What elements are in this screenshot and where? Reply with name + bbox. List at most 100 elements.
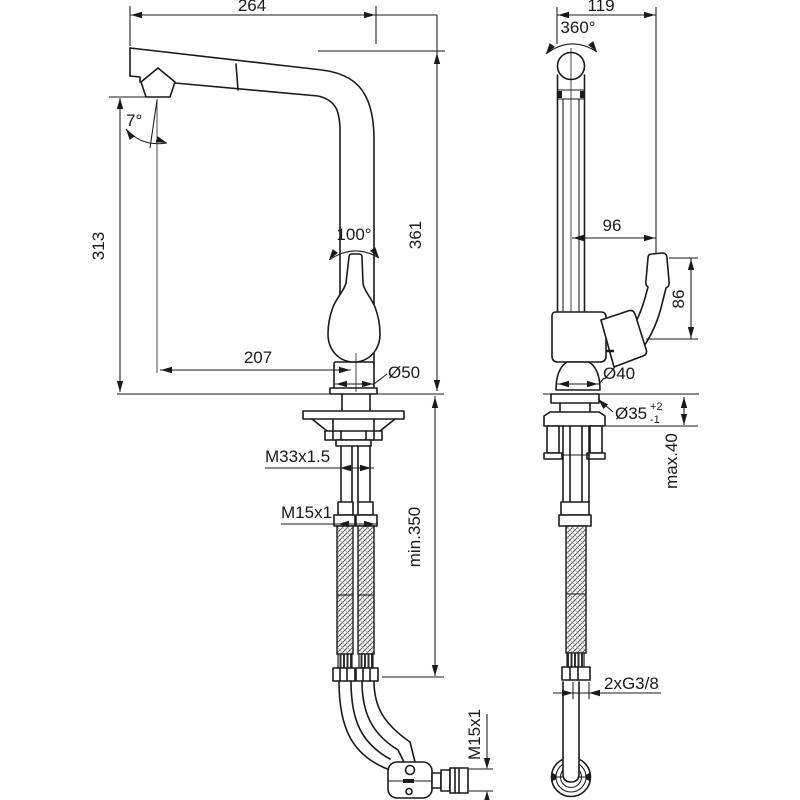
dim-supply-connection: 2xG3/8 — [553, 674, 661, 699]
dim-total-height-label: 361 — [406, 221, 425, 249]
supply-hose-side — [565, 525, 587, 654]
spray-connector-neck — [431, 772, 442, 789]
escutcheon-plate — [302, 410, 405, 420]
spray-hose-curve-2a — [361, 680, 405, 763]
pullout-spray-head — [140, 67, 176, 98]
dim-overall-width: 264 — [129, 0, 437, 46]
dim-overall-width-label: 264 — [238, 0, 266, 15]
dim-shank-thread: M33x1.5 — [265, 447, 374, 472]
dim-spout-reach-label: 207 — [244, 348, 272, 367]
hose-loop-wedge-left — [551, 772, 557, 782]
spray-hose-mask — [563, 690, 579, 782]
riser-column — [556, 74, 586, 313]
mounting-foot-right — [586, 452, 606, 460]
dim-shank-thread-label: M33x1.5 — [265, 447, 330, 466]
body-front — [333, 361, 375, 389]
mounting-foot-left — [543, 452, 563, 460]
spout-seam — [235, 63, 239, 91]
dim-supply-connection-label: 2xG3/8 — [604, 674, 659, 693]
dim-body-diameter-side: Ø40 — [557, 364, 635, 388]
dim-outlet-height: 313 — [89, 96, 151, 392]
spray-hose-side — [562, 681, 580, 783]
hose-ferrule-side — [566, 652, 585, 668]
hose-nut-right-upper — [357, 501, 374, 516]
dim-spout-swivel: 360° — [543, 18, 600, 56]
supply-hose-right — [357, 525, 375, 655]
spray-connector-grooves — [454, 767, 460, 794]
hose-end-nut-side — [561, 666, 591, 681]
hose-end-nut-facets-side — [569, 666, 579, 681]
dim-outlet-height-label: 313 — [89, 232, 108, 260]
dim-hose-thread: M15x1 — [281, 503, 377, 528]
dim-spout-swivel-label: 360° — [560, 18, 595, 37]
base-neck-side — [559, 402, 591, 413]
hose-ferrule-right — [358, 653, 374, 669]
spray-connector-ring — [440, 769, 451, 792]
dim-handle-swivel: 100° — [326, 225, 382, 262]
dim-handle-swivel-label: 100° — [336, 225, 371, 244]
escutcheon-cone — [311, 418, 396, 432]
dim-spray-hose-thread: M15x1 — [465, 709, 493, 800]
dim-body-diameter-front-label: Ø50 — [388, 363, 420, 382]
dim-handle-height: 86 — [646, 257, 698, 340]
dim-mounting-hole-tol-minus: -1 — [650, 414, 660, 426]
spray-hose-curve-1b — [350, 680, 391, 760]
weight-latch — [403, 779, 414, 783]
spout-bottom-step — [129, 75, 141, 83]
supply-hose-left — [336, 525, 354, 655]
dim-max-deck-thickness-label: max.40 — [662, 433, 681, 489]
weight-screw-bottom — [405, 787, 413, 796]
front-view: 264 361 313 7° — [89, 0, 493, 800]
lever-handle-front — [327, 253, 381, 363]
base-neck — [341, 393, 371, 412]
dim-depth-label: 119 — [587, 0, 614, 15]
hose-nut-side-upper — [560, 501, 590, 516]
hose-nut-side-lower — [558, 514, 592, 527]
hose-loop-wedge-right — [585, 772, 591, 782]
hose-end-nut-left — [332, 667, 356, 682]
handle-collar — [600, 309, 648, 368]
spout-inner-edge — [174, 82, 341, 309]
side-view: 119 360° 96 86 Ø40 — [543, 0, 699, 798]
joint-band-end-right — [580, 91, 585, 98]
joint-band-end-left — [557, 91, 562, 98]
body-side-lower — [555, 361, 601, 391]
dim-max-deck-thickness: max.40 — [606, 397, 698, 489]
dim-min-clearance: min.350 — [382, 396, 444, 678]
dim-min-clearance-label: min.350 — [405, 507, 424, 567]
dim-spray-hose-thread-label: M15x1 — [465, 709, 484, 760]
dim-spout-reach: 207 — [160, 348, 357, 392]
spray-hose-curve-1a — [338, 680, 391, 771]
dim-mounting-hole-label: Ø35 — [615, 404, 647, 423]
dim-mounting-hole: Ø35 +2 -1 — [595, 396, 663, 426]
dim-total-height: 361 — [318, 15, 445, 391]
dim-handle-height-label: 86 — [669, 290, 688, 309]
dim-spout-tilt: 7° — [123, 99, 169, 373]
dim-body-diameter-front: Ø50 — [335, 363, 420, 388]
dim-hose-thread-label: M15x1 — [281, 503, 332, 522]
mounting-leg-left — [546, 425, 560, 454]
mounting-leg-right — [589, 425, 603, 454]
hose-ferrule-left — [337, 653, 353, 669]
mounting-flange-side — [543, 411, 606, 427]
shank-side — [562, 425, 590, 503]
dim-handle-reach-label: 96 — [603, 216, 622, 235]
dim-mounting-hole-tol-plus: +2 — [650, 401, 663, 413]
body-side-upper — [551, 311, 607, 363]
base-plate-side — [550, 393, 600, 404]
mounting-screws — [332, 430, 375, 441]
hose-end-nut-facets — [339, 667, 371, 682]
shank-collar — [335, 439, 372, 447]
threaded-shank — [340, 445, 371, 503]
riser-inner-lines — [562, 99, 580, 312]
body-base-flange — [329, 387, 378, 395]
weight-screw-top — [404, 764, 416, 776]
hose-end-nut-right — [355, 667, 379, 682]
dim-spout-tilt-label: 7° — [126, 111, 142, 130]
dim-body-diameter-side-label: Ø40 — [603, 364, 635, 383]
spout-outer-edge — [129, 47, 375, 389]
faucet-side-outline — [543, 48, 670, 798]
spray-hose-curve-2b — [373, 680, 416, 763]
